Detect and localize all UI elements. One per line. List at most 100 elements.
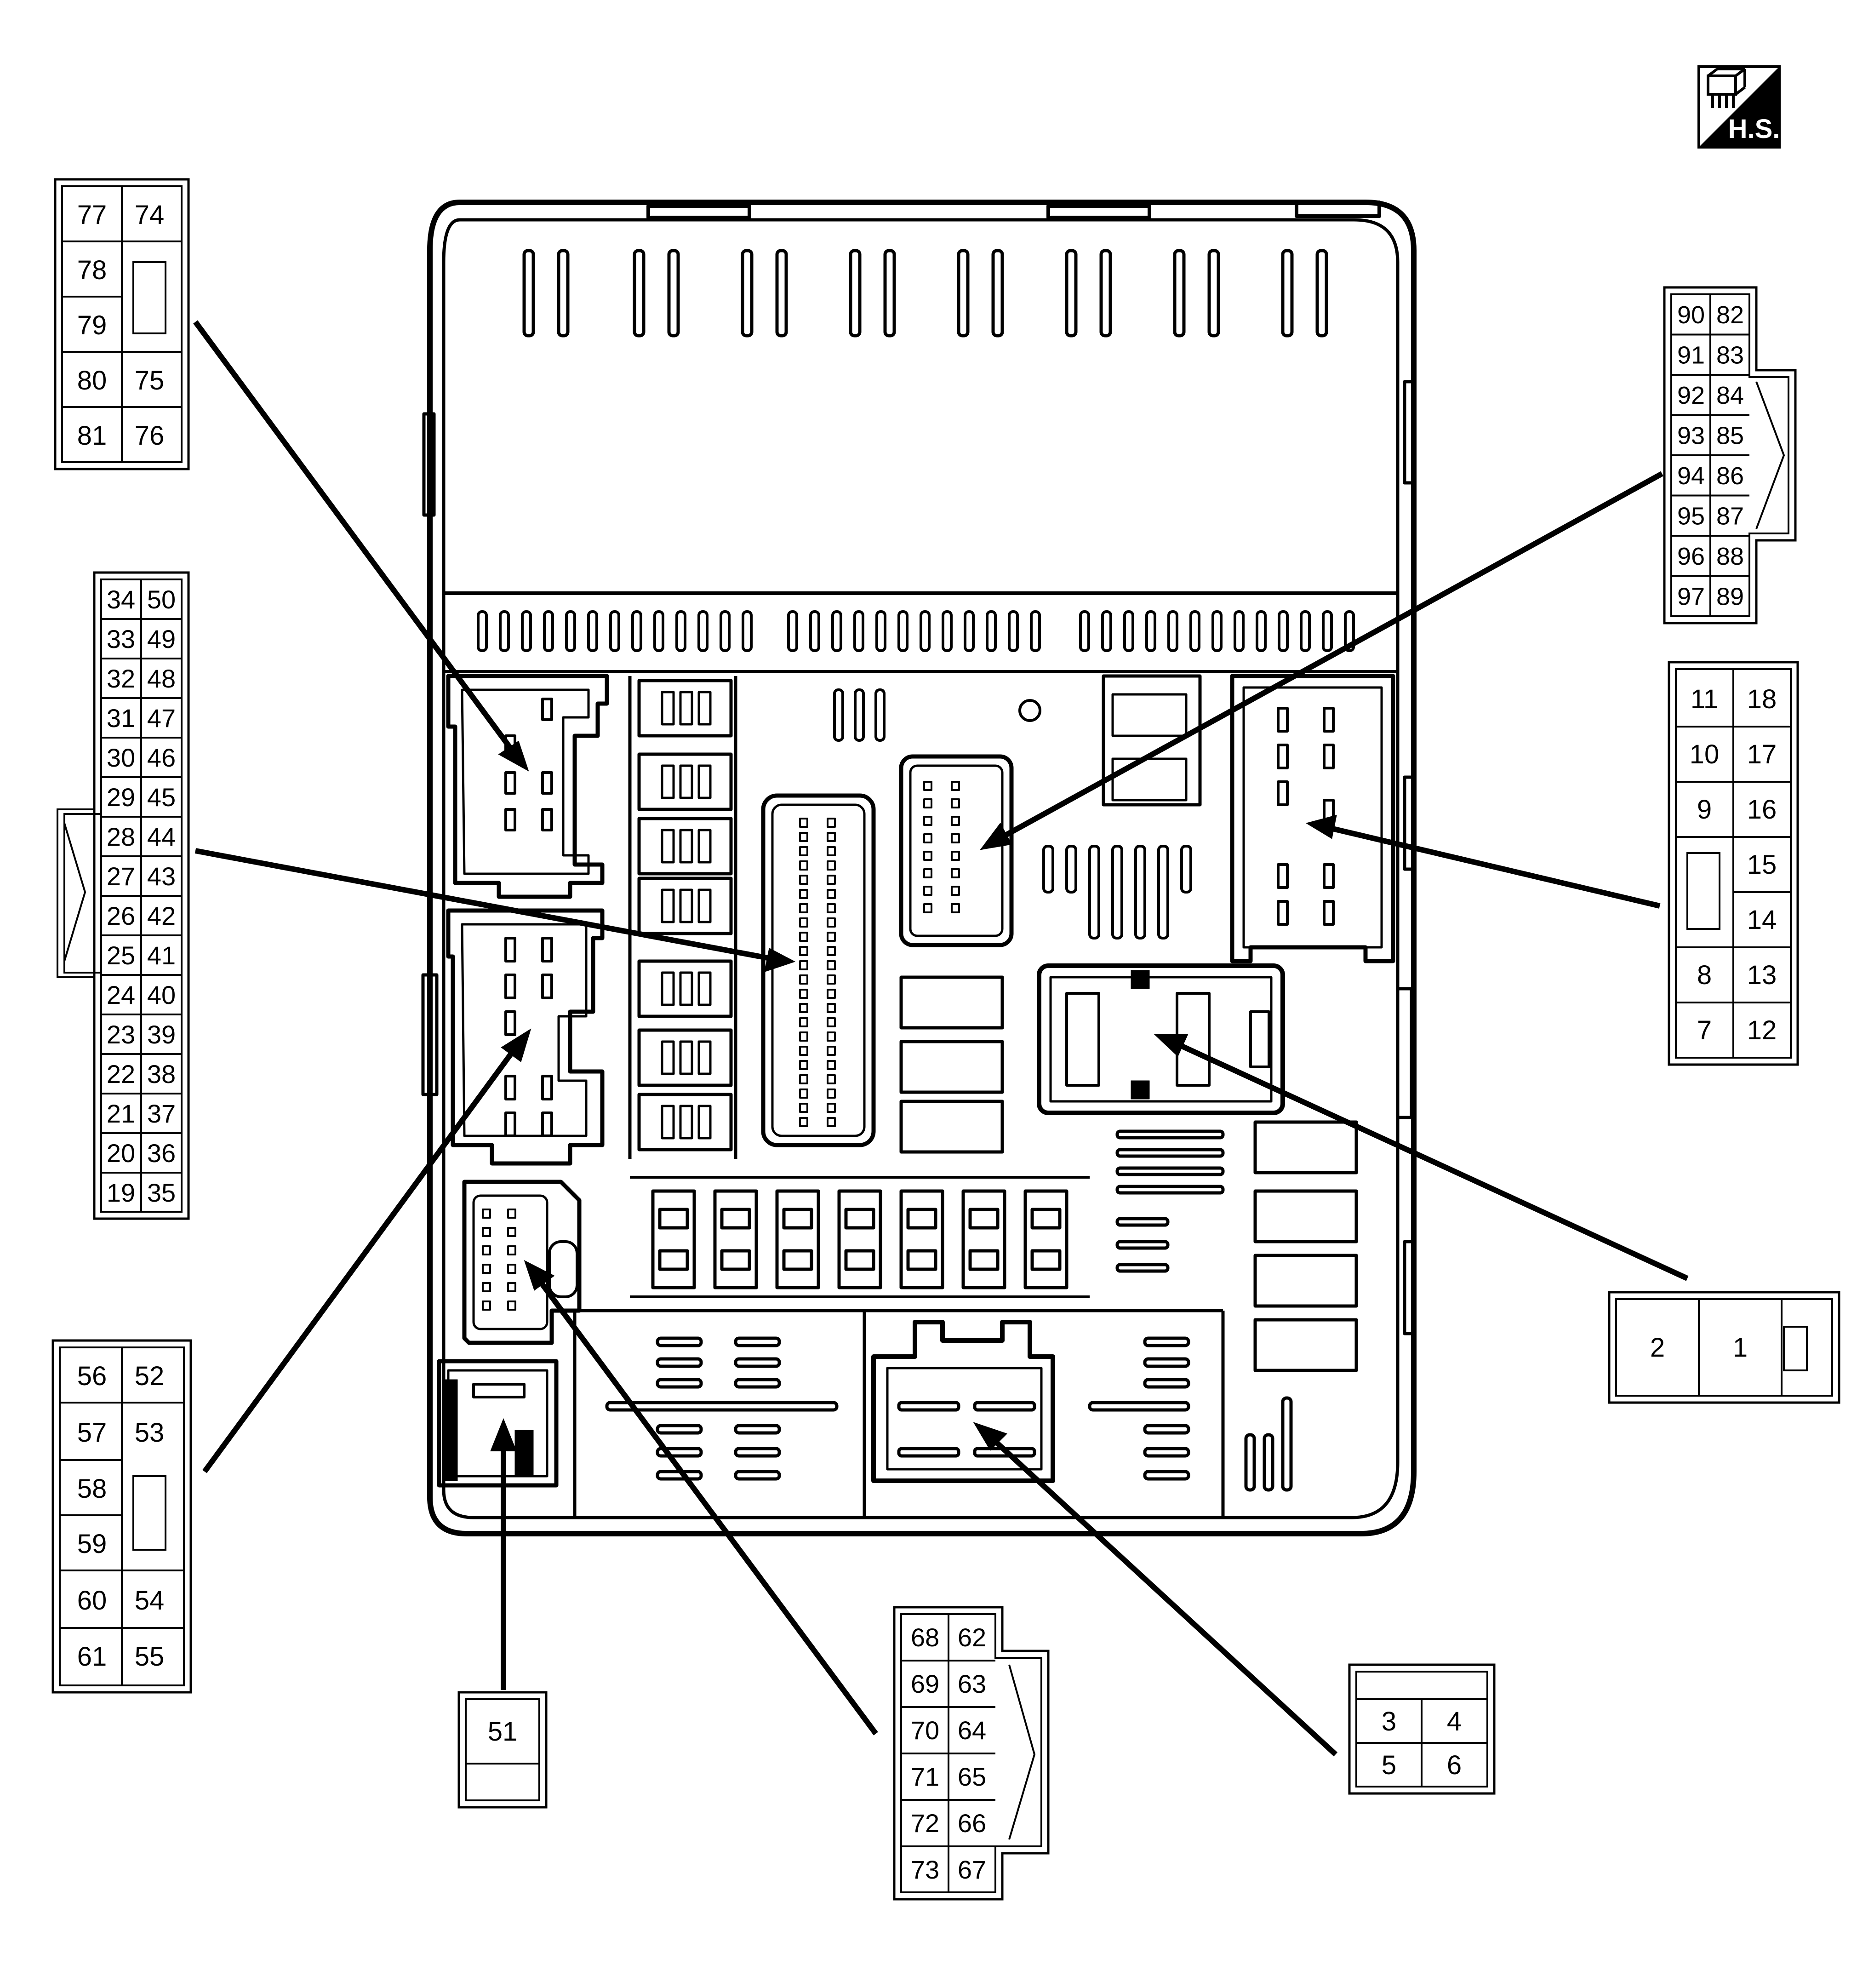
pin-label: 31 xyxy=(107,704,135,733)
fuse-box-unit xyxy=(421,200,1417,1536)
pin-label: 81 xyxy=(77,421,107,451)
pin-label: 63 xyxy=(958,1669,986,1698)
pin-label: 88 xyxy=(1716,543,1744,570)
pin-label: 24 xyxy=(107,980,135,1009)
connector-c51 xyxy=(457,1691,548,1809)
pin-label: 79 xyxy=(77,310,107,340)
connector-c19-50 xyxy=(57,571,190,1220)
pin-label: 43 xyxy=(147,862,176,891)
pin-label: 33 xyxy=(107,624,135,653)
connector-c82-97 xyxy=(1663,286,1797,624)
pin-label: 14 xyxy=(1747,905,1777,935)
pin-label: 30 xyxy=(107,743,135,772)
pin-label: 49 xyxy=(147,624,176,653)
pin-label: 40 xyxy=(147,980,176,1009)
leader-lines xyxy=(193,320,1689,1757)
pin-label: 84 xyxy=(1716,382,1744,409)
pin-label: 34 xyxy=(107,585,135,614)
pin-label: 7 xyxy=(1697,1015,1712,1045)
pin-label: 72 xyxy=(911,1809,939,1838)
pin-label: 83 xyxy=(1716,342,1744,369)
pin-label: 39 xyxy=(147,1020,176,1049)
pin-label: 95 xyxy=(1677,503,1705,530)
connector-c7-18 xyxy=(1668,661,1799,1066)
pin-label: 4 xyxy=(1447,1707,1462,1736)
pin-label: 68 xyxy=(911,1623,939,1652)
pin-label: 74 xyxy=(135,200,165,230)
pin-label: 93 xyxy=(1677,422,1705,450)
pin-label: 92 xyxy=(1677,382,1705,409)
pin-label: 55 xyxy=(135,1642,165,1672)
pin-labels-c7-18: 11 18 10 17 9 16 15 14 8 13 7 12 xyxy=(1690,684,1777,1045)
pin-label: 69 xyxy=(911,1669,939,1698)
pin-label: 64 xyxy=(958,1716,986,1745)
pin-labels-c52-61: 56 52 57 53 58 59 60 54 61 55 xyxy=(77,1361,165,1672)
pin-label: 94 xyxy=(1677,462,1705,490)
pin-label: 20 xyxy=(107,1139,135,1168)
pin-label: 97 xyxy=(1677,583,1705,611)
connector-c77-81 xyxy=(54,178,190,470)
pin-label: 58 xyxy=(77,1474,107,1504)
pin-label: 18 xyxy=(1747,684,1777,714)
connector-c52-61 xyxy=(51,1339,192,1694)
pin-label: 62 xyxy=(958,1623,986,1652)
pin-label: 12 xyxy=(1747,1015,1777,1045)
connector-c3-6 xyxy=(1348,1663,1496,1795)
pin-label: 32 xyxy=(107,664,135,693)
pin-label: 85 xyxy=(1716,422,1744,450)
pin-label: 89 xyxy=(1716,583,1744,611)
pin-label: 22 xyxy=(107,1060,135,1089)
pin-labels-c1-2: 2 1 xyxy=(1650,1333,1748,1363)
connector-c62-73 xyxy=(893,1606,1050,1901)
pin-label: 38 xyxy=(147,1060,176,1089)
pin-label: 36 xyxy=(147,1139,176,1168)
pin-label: 67 xyxy=(958,1855,986,1884)
pin-label: 51 xyxy=(488,1717,518,1747)
pin-label: 73 xyxy=(911,1855,939,1884)
pin-label: 56 xyxy=(77,1361,107,1391)
pin-label: 9 xyxy=(1697,795,1712,825)
pin-label: 77 xyxy=(77,200,107,230)
pin-label: 6 xyxy=(1447,1750,1462,1780)
pin-label: 41 xyxy=(147,941,176,970)
pin-label: 8 xyxy=(1697,960,1712,990)
pin-label: 96 xyxy=(1677,543,1705,570)
pin-label: 37 xyxy=(147,1099,176,1128)
pin-label: 75 xyxy=(135,366,165,395)
connector-c1-2 xyxy=(1608,1291,1840,1404)
pin-labels: 77 74 78 79 80 75 81 76 xyxy=(77,200,165,451)
pin-label: 17 xyxy=(1747,739,1777,769)
pin-label: 60 xyxy=(77,1586,107,1616)
pin-label: 28 xyxy=(107,822,135,851)
pin-label: 54 xyxy=(135,1586,165,1616)
pin-label: 71 xyxy=(911,1762,939,1791)
pin-label: 25 xyxy=(107,941,135,970)
pin-label: 11 xyxy=(1691,684,1718,714)
pin-label: 66 xyxy=(958,1809,986,1838)
harness-side-badge: H.S. xyxy=(1697,65,1781,149)
pin-label: 47 xyxy=(147,704,176,733)
pin-label: 76 xyxy=(135,421,165,451)
pin-label: 10 xyxy=(1690,739,1720,769)
pin-label: 2 xyxy=(1650,1333,1665,1363)
pin-label: 45 xyxy=(147,783,176,812)
pin-label: 90 xyxy=(1677,301,1705,329)
pin-label: 13 xyxy=(1747,960,1777,990)
pin-label: 48 xyxy=(147,664,176,693)
harness-side-label: H.S. xyxy=(1728,114,1780,144)
pin-label: 82 xyxy=(1716,301,1744,329)
pin-label: 26 xyxy=(107,901,135,930)
pin-label: 15 xyxy=(1747,850,1777,880)
pin-label: 59 xyxy=(77,1529,107,1559)
pin-label: 5 xyxy=(1382,1750,1396,1780)
pin-label: 46 xyxy=(147,743,176,772)
pin-label: 44 xyxy=(147,822,176,851)
pin-label: 53 xyxy=(135,1418,165,1448)
pin-label: 19 xyxy=(107,1178,135,1207)
pin-label: 29 xyxy=(107,783,135,812)
pin-label: 70 xyxy=(911,1716,939,1745)
pin-label: 3 xyxy=(1382,1707,1396,1736)
ventilation-slots xyxy=(477,610,1355,652)
